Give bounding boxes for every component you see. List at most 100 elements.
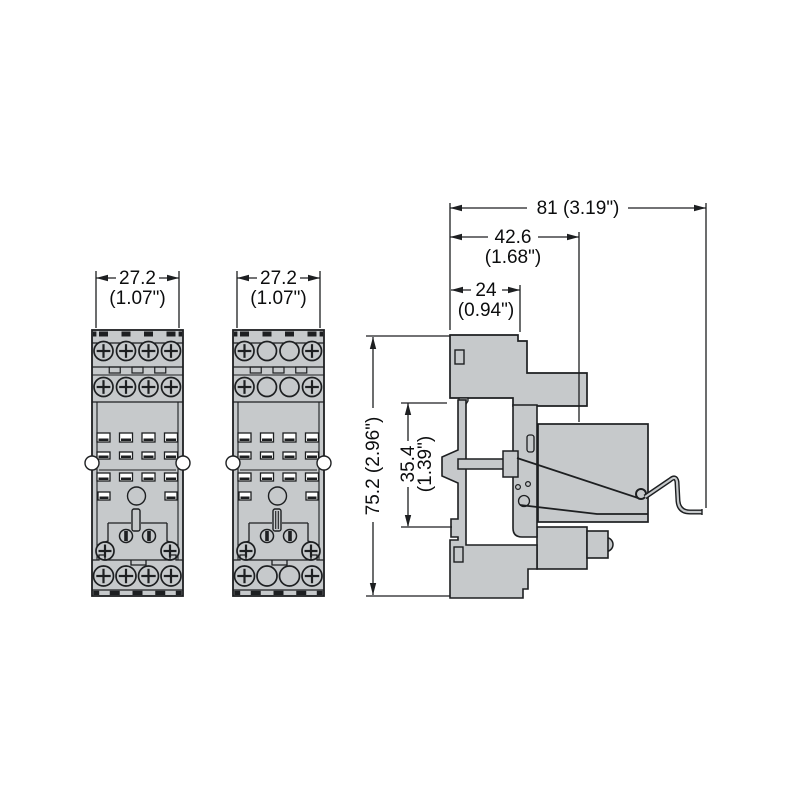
contact-slot-bar bbox=[307, 477, 317, 480]
contact-slot bbox=[118, 432, 134, 443]
side-notch-left bbox=[84, 455, 100, 471]
contact-slot-bar bbox=[262, 455, 272, 458]
dim-side-75: 75.2 (2.96") bbox=[363, 417, 384, 516]
separator-notch bbox=[131, 366, 144, 374]
clip-upper-wire bbox=[516, 457, 639, 499]
contact-slot-bar bbox=[143, 477, 154, 480]
dim-side-24-inch: (0.94") bbox=[458, 300, 514, 321]
pivot-hole-small-1 bbox=[514, 484, 521, 491]
top-tick-edge bbox=[178, 331, 183, 337]
bottom-tick bbox=[273, 590, 284, 595]
contact-slot bbox=[282, 472, 297, 482]
dim-front-a-inch: (1.07") bbox=[109, 288, 165, 309]
socket-rear-column bbox=[441, 399, 538, 599]
contact-slot bbox=[237, 472, 252, 482]
bottom-tick-edge bbox=[316, 590, 323, 595]
center-hole bbox=[267, 486, 288, 506]
arrow-right bbox=[167, 274, 179, 282]
contact-slot-bar bbox=[166, 496, 176, 499]
arrow-up bbox=[369, 337, 377, 349]
arrow-down bbox=[369, 583, 377, 595]
bottom-tick-edge bbox=[93, 590, 100, 595]
contact-slot bbox=[96, 432, 111, 443]
screw-plain-icon-row1 bbox=[279, 340, 300, 362]
front-view-socket-a bbox=[84, 329, 191, 597]
center-key-slot bbox=[272, 508, 282, 532]
bottom-block-edge bbox=[233, 554, 324, 561]
top-tick bbox=[144, 331, 153, 337]
contact-slot bbox=[282, 432, 297, 443]
mounting-hole-bottom bbox=[453, 546, 464, 563]
dim-side-overall-width bbox=[449, 203, 707, 508]
contact-slot bbox=[96, 472, 111, 482]
bottom-block-large bbox=[536, 526, 588, 570]
contact-slot-bar bbox=[284, 455, 295, 458]
bottom-block-edge bbox=[92, 554, 183, 561]
arrow-left bbox=[237, 274, 249, 282]
contact-slot-bar bbox=[166, 455, 176, 458]
socket-top-block bbox=[449, 334, 588, 407]
contact-slot-bar bbox=[98, 455, 109, 458]
bottom-tick-edge bbox=[175, 590, 182, 595]
bottom-tick bbox=[250, 590, 261, 595]
contact-slot-bar bbox=[284, 438, 295, 441]
dim-side-35-mm: 35.4 bbox=[398, 445, 419, 482]
contact-slot-bar bbox=[262, 438, 272, 441]
retaining-screw-slot bbox=[124, 531, 128, 541]
extension-lines bbox=[236, 271, 321, 328]
mounting-hole-top bbox=[454, 349, 465, 365]
separator-notch bbox=[272, 366, 285, 374]
arrow-left bbox=[450, 233, 462, 241]
dim-side-depth-42 bbox=[450, 232, 580, 422]
socket-front-body bbox=[225, 329, 332, 597]
separator-notch bbox=[154, 366, 167, 374]
screw-plain-icon-row2 bbox=[256, 376, 278, 398]
contact-slot-bar bbox=[307, 438, 317, 441]
extension-lines bbox=[401, 402, 452, 528]
top-tick-edge bbox=[92, 331, 97, 337]
top-tick-edge bbox=[319, 331, 324, 337]
contact-slot-bar bbox=[98, 477, 109, 480]
side-view bbox=[441, 334, 703, 599]
contact-slot bbox=[238, 491, 252, 501]
separator-notch bbox=[249, 366, 262, 374]
contact-slot-bar bbox=[239, 438, 250, 441]
arrow-right bbox=[567, 233, 579, 241]
contact-slot bbox=[163, 472, 179, 482]
top-tick bbox=[99, 331, 108, 337]
contact-slot-bar bbox=[121, 438, 131, 441]
separator-notch bbox=[108, 366, 121, 374]
arrow-left bbox=[450, 204, 462, 212]
socket-front-body bbox=[84, 329, 191, 597]
contact-slot-bar bbox=[240, 496, 250, 499]
retaining-screw-slot bbox=[288, 531, 292, 541]
dim-side-81: 81 (3.19") bbox=[537, 198, 620, 219]
contact-slot-bar bbox=[262, 477, 272, 480]
arrow-left bbox=[96, 274, 108, 282]
contact-slot bbox=[164, 491, 178, 501]
retaining-clip bbox=[516, 457, 703, 515]
clip-hook-outline bbox=[643, 475, 702, 515]
top-tick bbox=[121, 331, 131, 337]
bottom-tick bbox=[109, 590, 120, 595]
contact-slot-bar bbox=[98, 438, 109, 441]
dim-side-depth-24 bbox=[451, 285, 521, 332]
side-notch-left bbox=[225, 455, 241, 471]
screw-plain-icon-row2 bbox=[279, 376, 300, 398]
top-tick bbox=[166, 331, 176, 337]
contact-slot bbox=[118, 472, 134, 482]
dim-front-b-mm: 27.2 bbox=[260, 268, 297, 289]
separator-notch bbox=[295, 366, 308, 374]
cross-pin-bar bbox=[457, 458, 506, 470]
dim-front-a-width bbox=[95, 271, 180, 328]
contact-slot-bar bbox=[166, 477, 176, 480]
bottom-tick bbox=[155, 590, 166, 595]
contact-slot bbox=[141, 432, 156, 443]
contact-slot-bar bbox=[143, 438, 154, 441]
screw-plain-icon-row1 bbox=[256, 340, 278, 362]
arrow-up bbox=[404, 403, 412, 415]
contact-slot bbox=[163, 432, 179, 443]
contact-slot-bar bbox=[143, 455, 154, 458]
